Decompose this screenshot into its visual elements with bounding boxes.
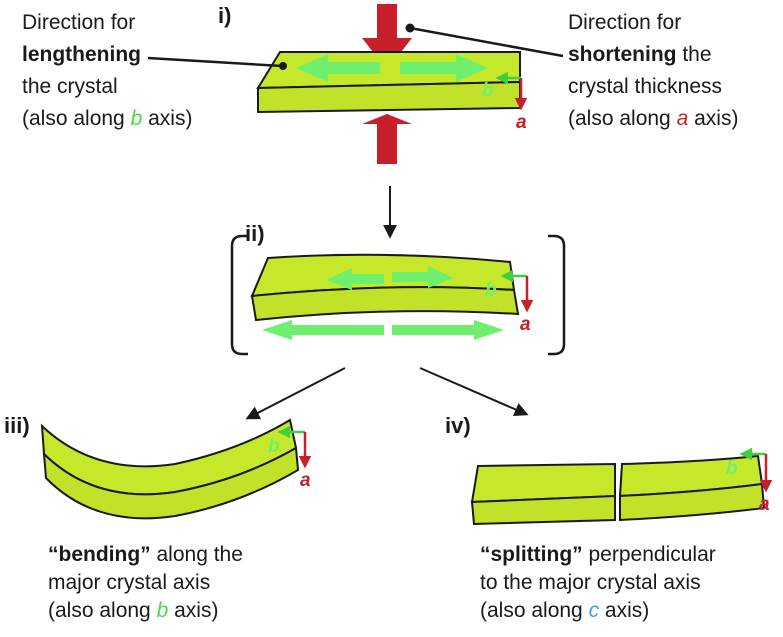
crystal-iv-left-front-face [470,494,616,526]
compression-arrow-top-shaft [377,4,397,38]
green-arrow-left [296,54,380,82]
shortening-line2-bold: shortening [568,43,677,66]
green-arrow-ii-bottom-left [262,320,384,340]
lengthening-line2: lengthening [22,43,141,66]
bending-line3: (also along b axis) [48,598,218,624]
crystal-iii [40,418,312,520]
leader-shortening [409,26,564,58]
shortening-line1: Direction for [568,11,682,34]
crystal-ii-front-face [250,286,520,322]
lengthening-line4-axis: b [130,107,143,130]
lengthening-line4: (also along b axis) [22,106,192,132]
shortening-line4-post: axis) [688,107,739,130]
crystal-i-front-face [257,80,521,114]
crystal-ii [230,234,566,356]
bending-line3-pre: (also along [48,599,157,622]
a-axis-label-ii: a [520,314,531,335]
bending-line1: “bending” along the [48,542,243,568]
bending-line1-bold: “bending” [48,543,151,566]
lengthening-line1: Direction for [22,11,136,34]
splitting-line1: “splitting” perpendicular [480,542,716,568]
b-axis-label-iv: b [726,458,738,479]
splitting-line1-post: perpendicular [582,543,716,566]
lengthening-line3: the crystal [22,75,118,98]
crystal-iv [470,447,773,526]
splitting-line3-pre: (also along [480,599,589,622]
panel-label-i: i) [218,3,232,28]
splitting-line2: to the major crystal axis [480,571,701,594]
green-arrow-ii-top-left [326,268,384,290]
b-axis-label-i: b [482,80,494,101]
bending-line1-post: along the [150,543,243,566]
shortening-line3: crystal thickness [568,75,723,98]
lengthening-line4-post: axis) [142,107,193,130]
splitting-line1-bold: “splitting” [480,543,583,566]
bracket-right [548,234,566,356]
green-arrow-ii-top-right [392,266,454,288]
bracket-left [230,234,248,356]
lengthening-line4-pre: (also along [22,107,131,130]
shortening-line4: (also along a axis) [568,106,738,132]
compression-arrow-bottom-shaft [377,124,397,164]
b-axis-label-ii: b [485,280,497,301]
panel-label-iv: iv) [445,413,471,438]
leader-dot-lengthening [279,62,287,70]
splitting-line3: (also along c axis) [480,598,649,624]
compression-arrow-bottom-head [362,114,412,124]
panel-label-ii: ii) [245,221,265,246]
shortening-line2: shortening the [568,42,712,68]
shortening-line4-pre: (also along [568,107,677,130]
crystal-iv-right-front-face [619,482,766,522]
a-axis-label-i: a [516,112,527,133]
splitting-line3-post: axis) [599,599,650,622]
panel-label-iii: iii) [4,413,30,438]
arrow-ii-to-iii [245,367,346,420]
bending-line3-axis: b [156,599,169,622]
crystal-iii-front-face [42,446,300,520]
leader-lengthening [147,56,283,68]
a-axis-label-iv: a [759,494,770,515]
shortening-line2-post: the [676,43,712,66]
bending-line3-post: axis) [168,599,219,622]
a-axis-label-iii: a [300,470,311,491]
shortening-line4-axis: a [676,107,689,130]
crystal-i [147,4,564,164]
splitting-line3-axis: c [588,599,600,622]
leader-dot-shortening [405,23,415,33]
green-arrow-ii-bottom-right [392,320,504,340]
bending-line2: major crystal axis [48,571,211,594]
green-arrow-right [400,54,488,82]
b-axis-label-iii: b [268,436,280,457]
arrow-ii-to-iv [419,367,529,416]
